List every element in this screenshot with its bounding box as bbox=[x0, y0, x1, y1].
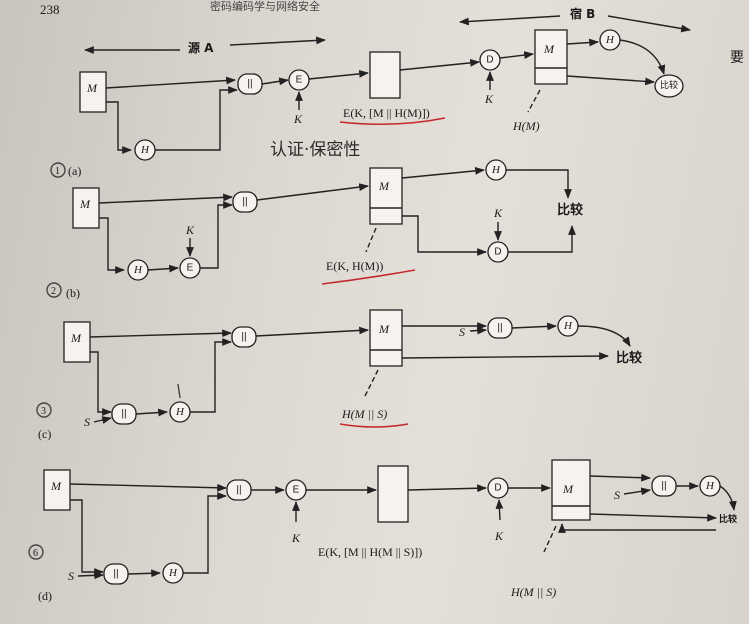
hash-label: H bbox=[133, 264, 143, 276]
concat-label: || bbox=[241, 332, 246, 343]
message-label: M bbox=[562, 482, 574, 496]
message-box bbox=[79, 71, 107, 113]
red-underline bbox=[339, 423, 409, 428]
circled-marker bbox=[46, 282, 62, 298]
concat-label: || bbox=[661, 481, 666, 492]
key-label: K bbox=[185, 223, 195, 237]
encrypt-node bbox=[288, 69, 310, 91]
encrypt-label: E bbox=[187, 263, 194, 274]
message-label: M bbox=[79, 197, 91, 211]
circled-num: 1 bbox=[55, 166, 60, 177]
circled-marker bbox=[50, 162, 66, 178]
concat-label: || bbox=[236, 485, 241, 496]
message-label: M bbox=[86, 81, 98, 95]
decrypt-label: D bbox=[494, 247, 501, 258]
channel-box bbox=[377, 465, 409, 523]
tap-expr: H(M || S) bbox=[510, 585, 556, 599]
key-label: K bbox=[291, 531, 301, 545]
channel-box bbox=[369, 51, 401, 99]
secret-label: S bbox=[68, 569, 74, 583]
panel-a: M H || E K E(K, [M || H(M)]) D K M H 比较 bbox=[50, 29, 684, 178]
message-box bbox=[63, 321, 91, 363]
concat-label: || bbox=[121, 409, 126, 420]
panel-tag: (a) bbox=[68, 164, 81, 178]
circled-num: 6 bbox=[33, 548, 38, 559]
ciphertext-expr: E(K, [M || H(M || S)]) bbox=[318, 545, 422, 559]
panel-c: M S || H || M S || H 比较 H(M || S) 3 (c) bbox=[36, 309, 642, 441]
panel-tag: (b) bbox=[66, 286, 80, 300]
margin-char: 要 bbox=[730, 50, 744, 66]
compare-node bbox=[654, 74, 684, 98]
key-label: K bbox=[494, 529, 504, 543]
circled-num: 3 bbox=[41, 406, 46, 417]
message-label: M bbox=[378, 322, 390, 336]
hash-label: H bbox=[175, 406, 185, 418]
key-label: K bbox=[484, 92, 494, 106]
message-label: M bbox=[543, 42, 555, 56]
dest-span: 宿 B bbox=[459, 6, 691, 33]
received-box bbox=[551, 459, 591, 521]
received-box bbox=[534, 29, 568, 85]
concat-node bbox=[232, 191, 258, 213]
tap-expr: H(M || S) bbox=[341, 407, 387, 421]
concat-label: || bbox=[497, 323, 502, 334]
circled-num: 2 bbox=[51, 286, 56, 297]
decrypt-node bbox=[479, 49, 501, 71]
compare-label: 比较 bbox=[719, 513, 737, 525]
compare-label: 比较 bbox=[616, 350, 642, 366]
message-label: M bbox=[50, 479, 62, 493]
red-underline bbox=[339, 117, 446, 126]
encrypt-label: E bbox=[296, 75, 303, 86]
received-box bbox=[369, 167, 403, 225]
panel-b: M H E K || M H D K 比较 E(K, H(M)) 2 (b) bbox=[46, 159, 583, 300]
circled-marker bbox=[36, 402, 52, 418]
secret-label: S bbox=[459, 325, 465, 339]
panel-tag: (c) bbox=[38, 427, 51, 441]
concat-label: || bbox=[113, 569, 118, 580]
compare-label: 比较 bbox=[660, 79, 678, 91]
hash-label: H bbox=[605, 34, 615, 46]
ciphertext-expr: E(K, [M || H(M)]) bbox=[343, 106, 430, 120]
secret-label: S bbox=[84, 415, 90, 429]
hash-label: H bbox=[140, 144, 150, 156]
red-underline bbox=[321, 269, 416, 285]
secret-label: S bbox=[614, 488, 620, 502]
hash-label: H bbox=[168, 567, 178, 579]
source-span: 源 A bbox=[84, 36, 326, 55]
source-label: 源 A bbox=[188, 40, 214, 55]
message-label: M bbox=[70, 331, 82, 345]
handwritten-note: 认证·保密性 bbox=[270, 140, 360, 160]
compare-label: 比较 bbox=[557, 202, 583, 218]
page-number: 238 bbox=[40, 2, 60, 17]
tap-expr: H(M) bbox=[512, 119, 540, 133]
hash-label: H bbox=[705, 480, 715, 492]
panel-tag: (d) bbox=[38, 589, 52, 603]
concat-label: || bbox=[247, 79, 252, 90]
book-title: 密码编码学与网络安全 bbox=[210, 0, 320, 13]
received-box bbox=[369, 309, 403, 367]
message-box bbox=[72, 187, 100, 229]
decrypt-label: D bbox=[494, 483, 501, 494]
decrypt-label: D bbox=[486, 55, 493, 66]
hash-label: H bbox=[491, 164, 501, 176]
hash-label: H bbox=[563, 320, 573, 332]
dest-label: 宿 B bbox=[570, 6, 595, 21]
panel-d: M S || H || E K E(K, [M || H(M || S)]) D… bbox=[28, 459, 737, 603]
circled-marker bbox=[28, 544, 44, 560]
key-label: K bbox=[293, 112, 303, 126]
message-box bbox=[43, 469, 71, 511]
encrypt-label: E bbox=[293, 485, 300, 496]
ciphertext-expr: E(K, H(M)) bbox=[326, 259, 383, 273]
concat-label: || bbox=[242, 197, 247, 208]
message-label: M bbox=[378, 179, 390, 193]
concat-node bbox=[231, 326, 257, 348]
key-label: K bbox=[493, 206, 503, 220]
